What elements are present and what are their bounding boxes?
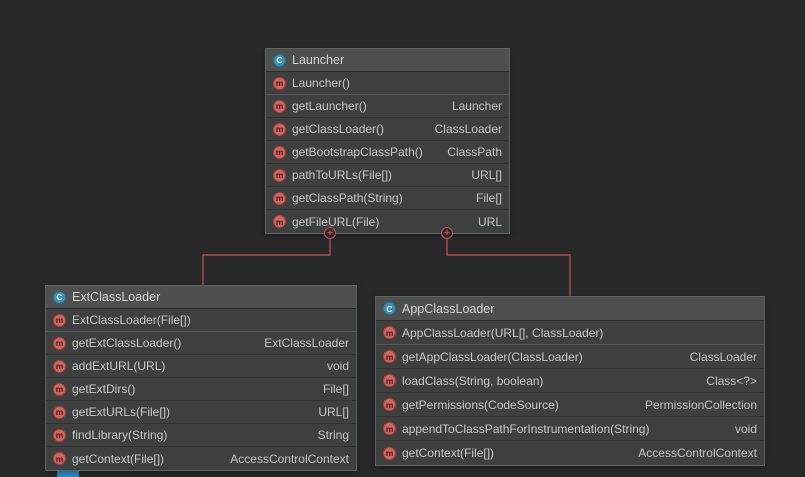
class-icon: C [273, 53, 286, 67]
method-icon: m [383, 350, 396, 363]
class-icon: C [383, 302, 396, 315]
method-icon: m [383, 326, 396, 339]
method-icon: m [273, 122, 286, 136]
method-return-type: ClassLoader [689, 349, 757, 364]
method-signature: findLibrary(String) [72, 428, 168, 442]
method-icon: m [383, 422, 396, 435]
method-icon: m [273, 99, 286, 113]
method-icon: m [383, 446, 396, 460]
method-icon: m [53, 405, 66, 419]
method-icon: m [383, 398, 396, 411]
method-signature: getBootstrapClassPath() [292, 145, 423, 159]
method-signature: getContext(File[]) [402, 446, 495, 460]
method-signature: appendToClassPathForInstrumentation(Stri… [402, 421, 650, 436]
method-return-type: Launcher [451, 99, 502, 113]
method-return-type: AccessControlContext [230, 451, 349, 466]
method-signature: getPermissions(CodeSource) [402, 397, 559, 412]
method-icon: m [273, 145, 286, 159]
edge-launcher-to-extclassloader [202, 234, 331, 286]
method-icon: m [53, 452, 66, 465]
method-icon: m [383, 374, 396, 387]
class-header-extclassloader[interactable]: C ExtClassLoader [46, 286, 356, 309]
method-return-type: URL[] [471, 168, 502, 182]
constructor-row[interactable]: m AppClassLoader(URL[], ClassLoader) [376, 321, 764, 345]
window-fragment [57, 469, 79, 477]
class-node-launcher[interactable]: C Launcher m Launcher() m getLauncher() … [265, 48, 510, 234]
method-return-type: URL[] [318, 405, 349, 419]
class-node-appclassloader[interactable]: C AppClassLoader m AppClassLoader(URL[],… [375, 296, 765, 466]
method-return-type: String [317, 428, 349, 442]
method-row[interactable]: m getLauncher() Launcher [266, 95, 509, 118]
method-return-type: PermissionCollection [644, 397, 757, 412]
class-name: AppClassLoader [402, 301, 495, 316]
method-row[interactable]: m getFileURL(File) URL [266, 210, 509, 233]
method-signature: pathToURLs(File[]) [292, 168, 393, 182]
class-name: Launcher [292, 53, 345, 67]
method-row[interactable]: m getPermissions(CodeSource) PermissionC… [376, 393, 764, 417]
method-icon: m [53, 382, 66, 396]
method-icon: m [53, 428, 66, 442]
method-row[interactable]: m getClassLoader() ClassLoader [266, 118, 509, 141]
method-row[interactable]: m getBootstrapClassPath() ClassPath [266, 141, 509, 164]
method-icon: m [53, 359, 66, 373]
method-return-type: void [734, 421, 757, 436]
method-row[interactable]: m pathToURLs(File[]) URL[] [266, 164, 509, 187]
method-icon: m [273, 76, 286, 90]
class-header-appclassloader[interactable]: C AppClassLoader [376, 297, 764, 321]
method-row[interactable]: m getAppClassLoader(ClassLoader) ClassLo… [376, 345, 764, 369]
method-signature: addExtURL(URL) [72, 359, 166, 373]
method-signature: getAppClassLoader(ClassLoader) [402, 349, 583, 364]
method-row[interactable]: m appendToClassPathForInstrumentation(St… [376, 417, 764, 441]
method-return-type: Class<?> [706, 373, 757, 388]
method-row[interactable]: m getClassPath(String) File[] [266, 187, 509, 210]
method-signature: getFileURL(File) [292, 214, 380, 229]
method-signature: getClassPath(String) [292, 191, 403, 205]
class-name: ExtClassLoader [72, 290, 161, 304]
method-icon: m [273, 191, 286, 205]
edge-launcher-to-appclassloader [446, 234, 571, 297]
method-row[interactable]: m getExtClassLoader() ExtClassLoader [46, 332, 356, 355]
method-return-type: File[] [475, 191, 502, 205]
method-icon: m [53, 336, 66, 350]
method-row[interactable]: m getContext(File[]) AccessControlContex… [376, 441, 764, 465]
method-icon: m [273, 168, 286, 182]
method-icon: m [53, 313, 66, 327]
method-return-type: URL [477, 214, 502, 229]
method-signature: getExtURLs(File[]) [72, 405, 171, 419]
constructor-row[interactable]: m Launcher() [266, 72, 509, 95]
method-return-type: ExtClassLoader [264, 336, 349, 350]
method-signature: getExtClassLoader() [72, 336, 182, 350]
edge-collapse-badge-right[interactable]: + [441, 227, 453, 239]
method-row[interactable]: m loadClass(String, boolean) Class<?> [376, 369, 764, 393]
method-row[interactable]: m getExtDirs() File[] [46, 378, 356, 401]
method-return-type: File[] [322, 382, 349, 396]
method-return-type: ClassPath [447, 145, 502, 159]
method-row[interactable]: m addExtURL(URL) void [46, 355, 356, 378]
method-return-type: AccessControlContext [638, 446, 757, 460]
method-row[interactable]: m findLibrary(String) String [46, 424, 356, 447]
class-node-extclassloader[interactable]: C ExtClassLoader m ExtClassLoader(File[]… [45, 285, 357, 471]
method-icon: m [273, 215, 286, 228]
method-signature: loadClass(String, boolean) [402, 373, 544, 388]
constructor-signature: AppClassLoader(URL[], ClassLoader) [402, 325, 604, 340]
method-return-type: void [326, 359, 349, 373]
method-row[interactable]: m getContext(File[]) AccessControlContex… [46, 447, 356, 470]
class-header-launcher[interactable]: C Launcher [266, 49, 509, 72]
method-row[interactable]: m getExtURLs(File[]) URL[] [46, 401, 356, 424]
constructor-row[interactable]: m ExtClassLoader(File[]) [46, 309, 356, 332]
method-signature: getClassLoader() [292, 122, 385, 136]
method-return-type: ClassLoader [434, 122, 502, 136]
edge-collapse-badge-left[interactable]: + [324, 227, 336, 239]
class-icon: C [53, 290, 66, 304]
method-signature: getContext(File[]) [72, 451, 165, 466]
method-signature: getExtDirs() [72, 382, 136, 396]
method-signature: getLauncher() [292, 99, 367, 113]
constructor-signature: Launcher() [292, 76, 351, 90]
constructor-signature: ExtClassLoader(File[]) [72, 313, 191, 327]
